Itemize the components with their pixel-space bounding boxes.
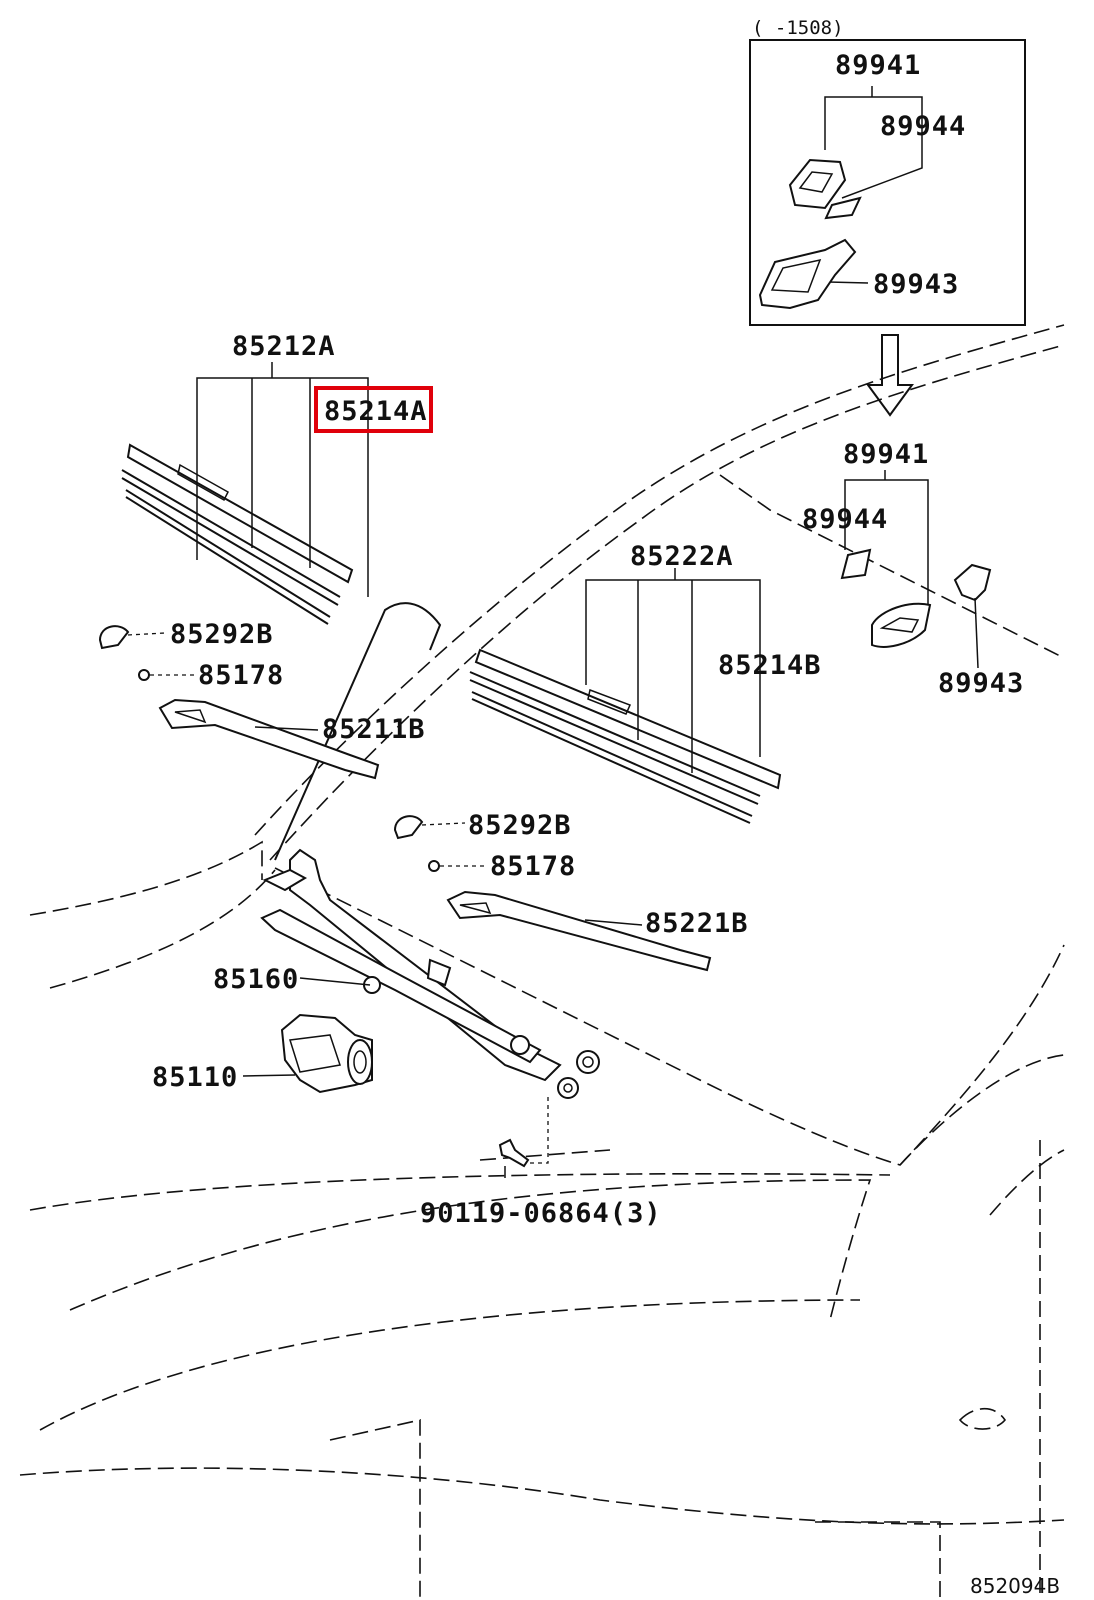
vehicle-outline [19,324,1065,1600]
leaders-85222A [585,568,761,773]
inset-range-label: ( -1508) [752,17,844,39]
wiper-cap-right-icon [393,815,424,840]
label-85212A[interactable]: 85212A [232,331,336,362]
label-90119-06864[interactable]: 90119-06864(3) [420,1198,662,1229]
down-arrow-icon [866,334,914,417]
label-85292B-top[interactable]: 85292B [170,619,274,650]
leaders-85212A [196,362,369,597]
bolt-icon [498,1138,530,1168]
sensor-cover-icon [758,238,857,310]
wiper-motor-icon [280,1013,373,1094]
leaders-89941 [844,470,929,605]
wiper-linkage [260,848,600,1099]
label-85292B-mid[interactable]: 85292B [468,810,572,841]
rain-sensor-mounted-icon [871,602,932,648]
label-85110[interactable]: 85110 [152,1062,238,1093]
inset-label-89944: 89944 [880,111,966,142]
nut-right-icon [428,860,440,872]
nut-left-icon [138,669,150,681]
label-85178-mid[interactable]: 85178 [490,851,576,882]
label-89943[interactable]: 89943 [938,668,1024,699]
inset-label-89941: 89941 [835,50,921,81]
sensor-pad-icon [840,548,872,580]
wiper-cap-left-icon [98,625,130,650]
highlight-box-85214A [314,386,433,433]
label-85222A[interactable]: 85222A [630,541,734,572]
wiper-blade-left [121,443,354,625]
label-85214A[interactable]: 85214A [324,396,428,427]
label-85221B[interactable]: 85221B [645,908,749,939]
wiper-arm-right [446,890,712,972]
inset-label-89943: 89943 [873,269,959,300]
sensor-bracket-icon [953,563,992,602]
wiper-arm-left [158,698,380,780]
label-85178-top[interactable]: 85178 [198,660,284,691]
label-85160[interactable]: 85160 [213,964,299,995]
label-89941[interactable]: 89941 [843,439,929,470]
label-85214B[interactable]: 85214B [718,650,822,681]
wiper-blade-right [469,648,782,824]
inset-box: ( -1508) 89941 89944 89943 [749,17,1026,326]
rain-sensor-icon [788,158,862,220]
label-85211B[interactable]: 85211B [322,714,426,745]
label-89944[interactable]: 89944 [802,504,888,535]
diagram-id: 852094B [970,1574,1060,1598]
